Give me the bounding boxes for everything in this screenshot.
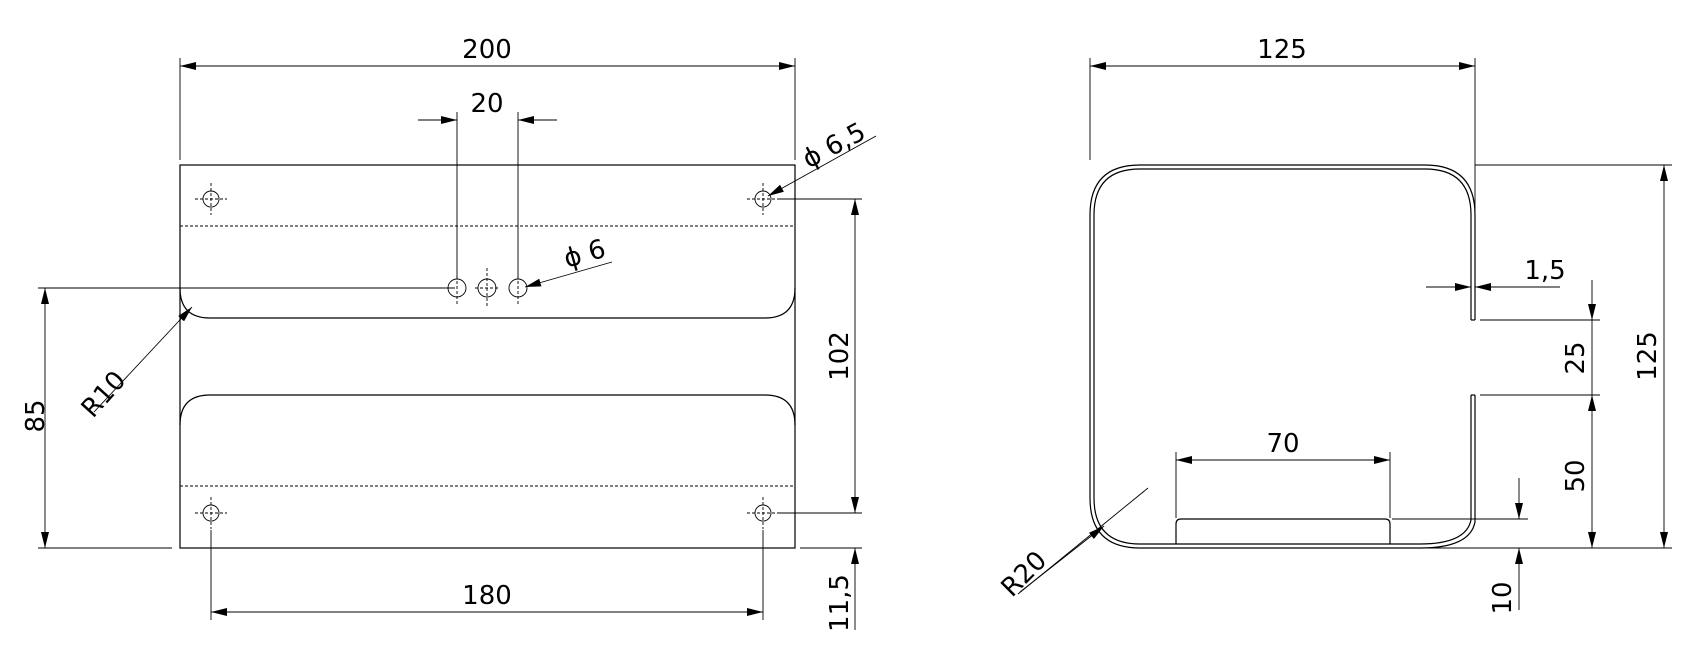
dim-height-102: 102 bbox=[779, 198, 862, 514]
left-part-outline bbox=[179, 164, 796, 549]
leader-corner-radius: R20 bbox=[996, 487, 1149, 603]
leader-center-hole: ϕ 6 bbox=[524, 234, 613, 288]
dim-overall-width: 200 bbox=[179, 35, 796, 160]
upper-cutout bbox=[179, 287, 796, 319]
dim-overall-height-right: 125 bbox=[1420, 164, 1672, 549]
dim-height-85: 85 bbox=[21, 287, 455, 549]
dim-text: 125 bbox=[1633, 331, 1663, 381]
dim-bottom-gap: 11,5 bbox=[800, 547, 862, 632]
dim-text: 20 bbox=[470, 89, 503, 119]
dim-wall-thickness: 1,5 bbox=[1426, 256, 1566, 291]
dim-text: 70 bbox=[1266, 429, 1299, 459]
dim-overall-width-right: 125 bbox=[1089, 35, 1476, 318]
center-hole bbox=[447, 276, 467, 306]
dim-text: 85 bbox=[21, 399, 51, 432]
dim-text: 25 bbox=[1561, 341, 1591, 374]
dim-hole-spacing: 20 bbox=[418, 89, 557, 278]
lower-cutout bbox=[179, 394, 796, 426]
base-step bbox=[1175, 518, 1391, 544]
right-view: 125 125 1,5 25 50 bbox=[996, 35, 1672, 615]
dim-text: 125 bbox=[1257, 35, 1307, 65]
dim-lower-height: 50 bbox=[1561, 395, 1596, 548]
dim-text: R20 bbox=[996, 546, 1053, 603]
dim-text: 11,5 bbox=[825, 574, 855, 632]
dim-hole-span: 180 bbox=[210, 530, 764, 620]
dim-base-width: 70 bbox=[1175, 429, 1391, 518]
dim-text: ϕ 6 bbox=[560, 234, 609, 274]
dim-text: R10 bbox=[76, 366, 133, 424]
corner-hole bbox=[195, 183, 227, 215]
leader-bend-radius: R10 bbox=[76, 306, 193, 424]
profile-outer bbox=[1089, 164, 1476, 549]
dim-slot-height: 25 bbox=[1480, 280, 1600, 396]
corner-hole bbox=[747, 183, 779, 215]
left-view: 200 20 ϕ 6,5 ϕ 6 R10 bbox=[21, 35, 877, 632]
dim-text: 10 bbox=[1488, 581, 1518, 614]
dim-text: 180 bbox=[462, 581, 512, 611]
dim-text: 1,5 bbox=[1524, 256, 1565, 286]
center-hole bbox=[475, 268, 499, 306]
center-hole bbox=[508, 276, 528, 306]
dim-text: 200 bbox=[462, 35, 512, 65]
dim-base-step: 10 bbox=[1392, 478, 1528, 615]
dim-text: 102 bbox=[825, 331, 855, 381]
dim-text: ϕ 6,5 bbox=[798, 117, 871, 175]
leader-corner-hole: ϕ 6,5 bbox=[767, 117, 877, 197]
profile-inner bbox=[1093, 168, 1472, 545]
corner-hole bbox=[195, 497, 227, 529]
corner-hole bbox=[747, 497, 779, 529]
dim-text: 50 bbox=[1561, 459, 1591, 492]
